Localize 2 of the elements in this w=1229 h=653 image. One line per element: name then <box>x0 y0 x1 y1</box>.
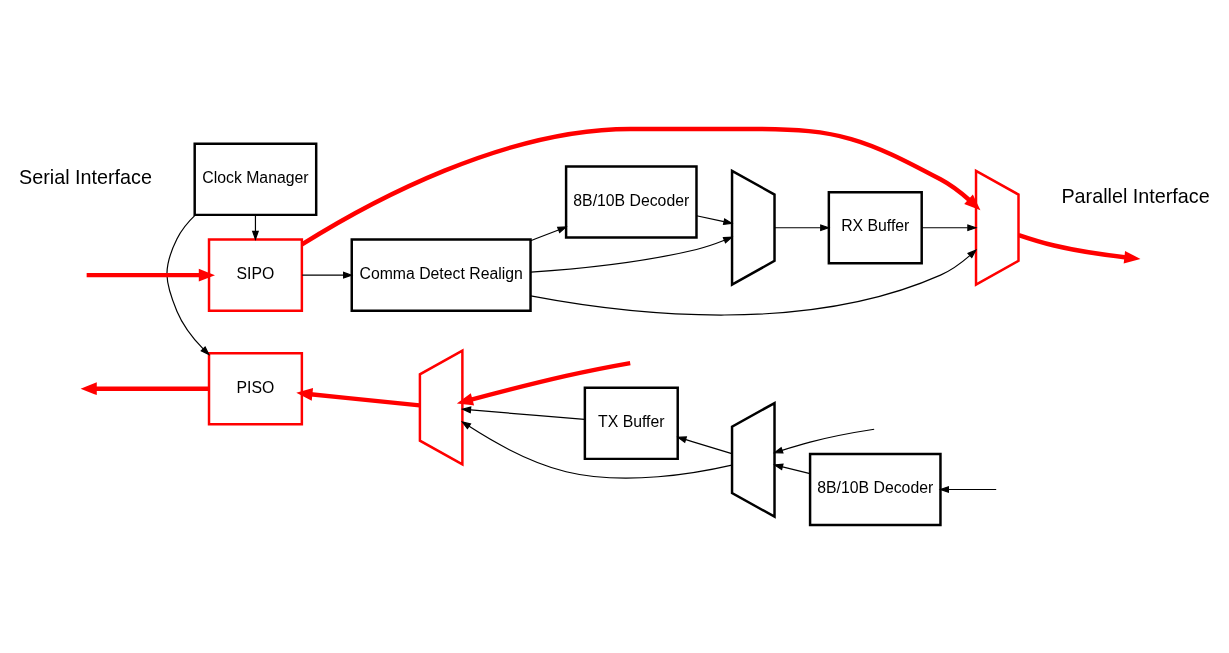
label: Serial Interface <box>19 165 152 188</box>
label: Parallel Interface <box>1061 184 1210 207</box>
